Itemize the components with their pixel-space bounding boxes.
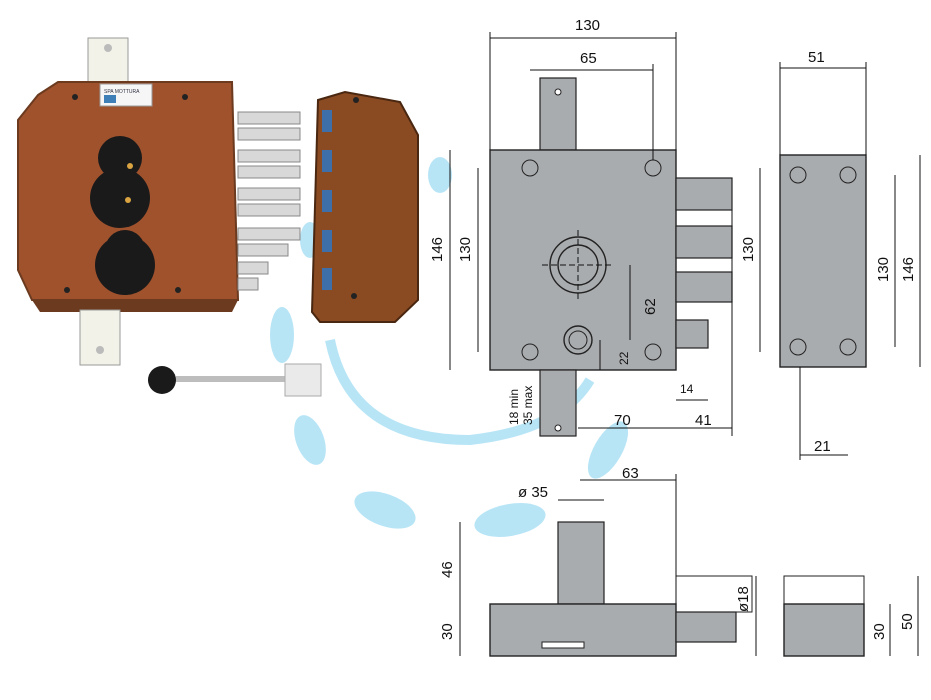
lock-photo: SPA MOTTURA [17,37,419,397]
dim-side-width: 51 [808,49,825,66]
dim-front-height-outer: 146 [429,237,446,262]
dim-side-bottom: 21 [814,438,831,455]
dim-bolt-offset: 14 [680,382,694,396]
dim-strap-max: 35 max [521,386,535,425]
dim-bolt-projection: 41 [695,412,712,429]
dim-bolt-spacing: 65 [580,50,597,67]
dim-front-height-inner: 130 [457,237,474,262]
dim-side-height-inner: 130 [875,257,892,282]
brand-logo: SPA MOTTURA [104,89,140,95]
dim-right-height: 130 [740,237,757,262]
dim-cylinder-offset-bottom: 63 [622,465,639,482]
dim-cylinder-offset: 62 [642,298,659,315]
front-view [449,32,761,437]
dim-keeper-depth: 30 [871,623,888,640]
keeper-plate [779,154,867,368]
dim-lower-offset: 22 [617,351,631,365]
key-photo [148,363,322,397]
dim-body-depth: 30 [439,623,456,640]
dim-backset: 70 [614,412,631,429]
dim-bolt-dia: ø18 [735,586,752,612]
dim-cylinder-height: 46 [439,561,456,578]
bottom-strap [79,309,121,366]
dim-strap-min: 18 min [507,389,521,425]
dim-side-height-outer: 146 [900,257,917,282]
dim-keeper-total: 50 [899,613,916,630]
bolts [237,111,301,291]
upper-cylinder [90,168,150,228]
dim-cylinder-dia: ø 35 [518,484,548,501]
side-view [779,62,921,460]
keeper-photo [310,90,419,323]
bottom-view [459,474,919,657]
dim-front-width: 130 [575,17,600,34]
